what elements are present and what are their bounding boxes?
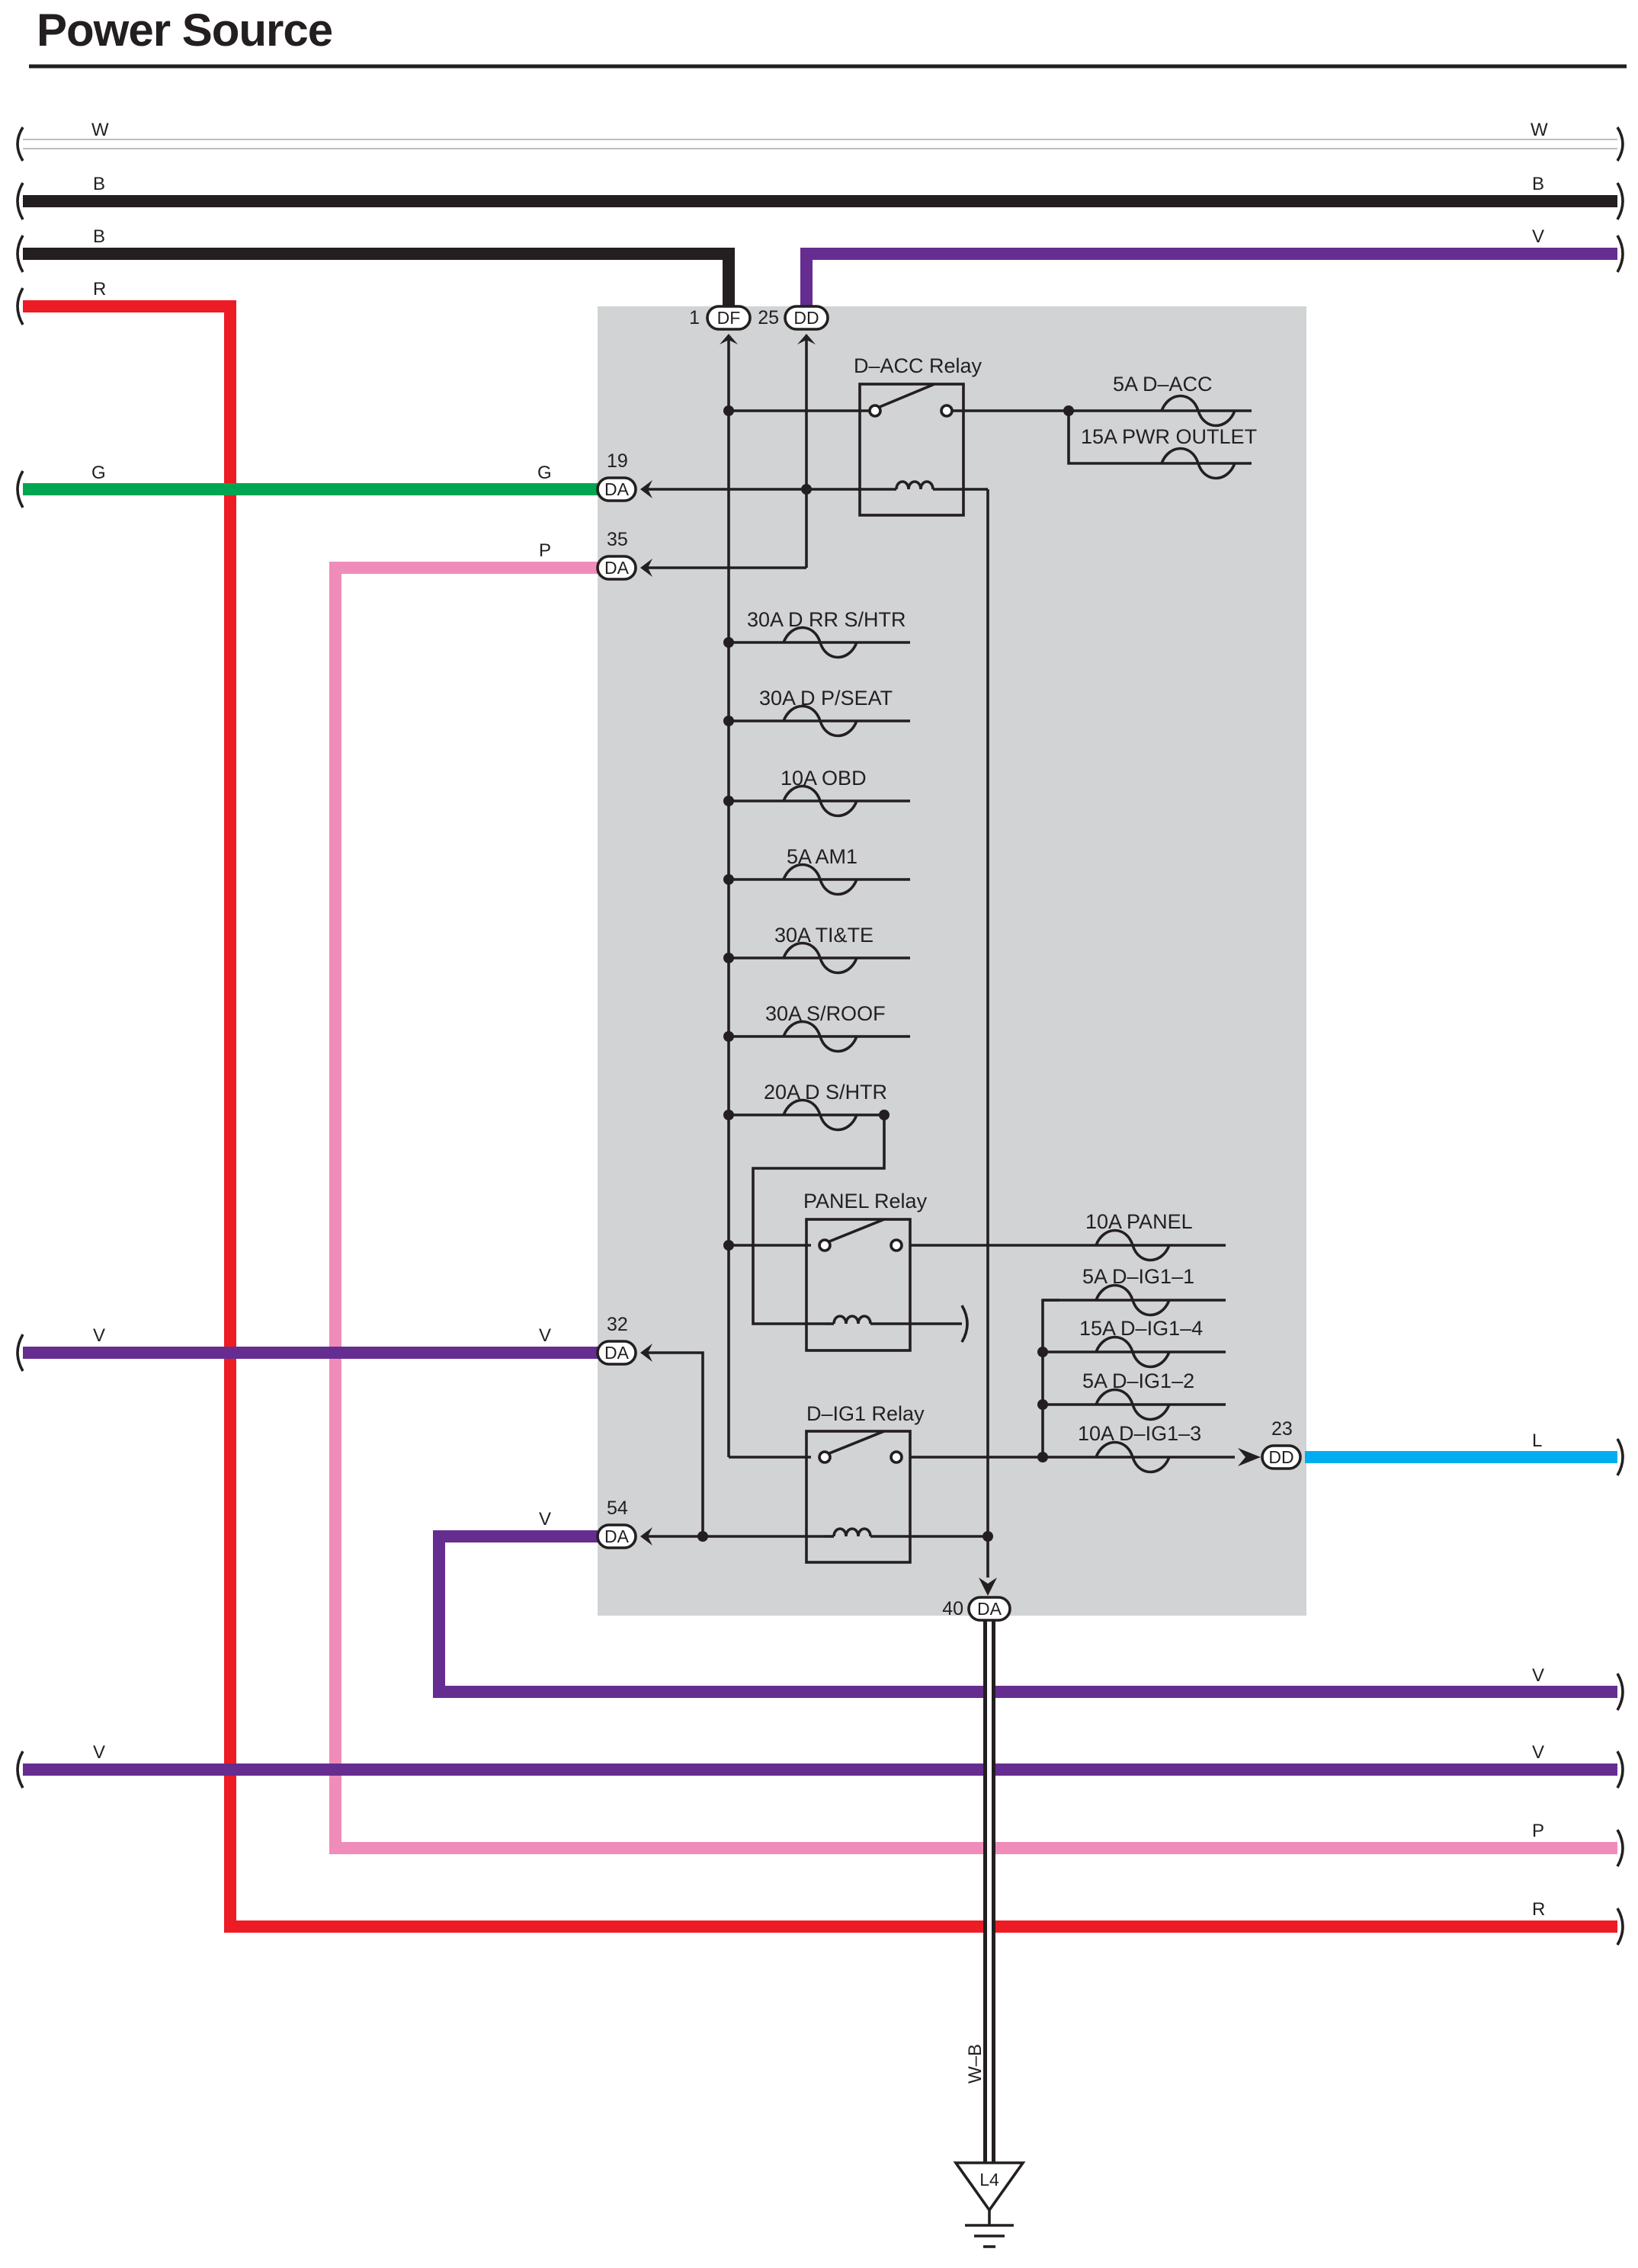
wire-label: P — [539, 540, 551, 561]
fuse-label: 15A PWR OUTLET — [1081, 425, 1257, 448]
wire-p — [329, 562, 1617, 1854]
wire-label: V — [93, 1325, 105, 1346]
connector-da-32: DA — [596, 1340, 652, 1366]
fuse-label: 20A D S/HTR — [764, 1081, 887, 1104]
d-acc-relay — [858, 383, 965, 517]
fuse-label: 10A D–IG1–3 — [1078, 1422, 1201, 1445]
connector-name: DA — [977, 1599, 1002, 1619]
connector-name: DA — [604, 1526, 630, 1546]
pin-number: 40 — [942, 1598, 963, 1619]
wire-label: B — [93, 174, 105, 194]
wire-label: V — [1532, 1665, 1544, 1686]
fuse-label: 5A D–IG1–1 — [1082, 1265, 1194, 1288]
connector-da-19: DA — [596, 476, 652, 502]
wire-label: V — [539, 1325, 551, 1346]
wire-label: W — [91, 120, 109, 140]
pin-number: 19 — [607, 450, 628, 472]
connector-name: DA — [604, 1343, 630, 1363]
connector-name: DD — [793, 308, 819, 328]
fuse-label: 10A OBD — [781, 767, 867, 790]
pin-number: 35 — [607, 529, 628, 550]
connector-name: DA — [604, 558, 630, 578]
relay-label: D–ACC Relay — [854, 354, 982, 377]
wire-label: L — [1532, 1430, 1542, 1451]
wire-label: V — [1532, 226, 1544, 247]
fuse-label: 10A PANEL — [1085, 1210, 1193, 1233]
wire-label: V — [1532, 1742, 1544, 1763]
fuse-label: 5A D–IG1–2 — [1082, 1369, 1194, 1392]
fuse-label: 5A AM1 — [787, 845, 857, 868]
wire-label: G — [537, 463, 552, 483]
connector-name: DD — [1268, 1447, 1293, 1467]
wire-v-dd25 — [800, 248, 1617, 306]
wire-label: G — [91, 463, 106, 483]
internal-wiring — [646, 335, 1252, 1578]
fuse-label: 30A S/ROOF — [765, 1002, 886, 1025]
wire-label: P — [1532, 1821, 1544, 1841]
relay-label: PANEL Relay — [803, 1190, 928, 1212]
connector-name: DF — [717, 308, 741, 328]
d-ig1-relay — [805, 1430, 912, 1564]
connector-da-40: DA — [967, 1578, 1011, 1622]
pin-number: 1 — [689, 307, 700, 328]
panel-relay — [805, 1218, 912, 1352]
wire-v-da54 — [433, 1530, 1617, 1698]
fuse-label: 30A D P/SEAT — [759, 687, 893, 710]
fuse-symbols — [782, 394, 1236, 1474]
fuse-label: 15A D–IG1–4 — [1079, 1317, 1203, 1340]
connector-name: DA — [604, 479, 630, 499]
fuse-label: 30A D RR S/HTR — [747, 608, 906, 631]
pin-number: 23 — [1271, 1418, 1293, 1440]
junction-block — [598, 306, 1306, 1616]
connector-dd-23: DD — [1238, 1444, 1302, 1470]
wire-r — [23, 300, 1617, 1933]
connector-df-1: DF — [706, 305, 752, 344]
fuse-label: 30A TI&TE — [774, 924, 873, 947]
wire-b-df1 — [23, 248, 735, 306]
wire-label: W–B — [965, 2044, 986, 2084]
connector-da-35: DA — [596, 555, 652, 581]
pin-number: 54 — [607, 1498, 628, 1519]
left-break-marks — [16, 127, 24, 1789]
wire-label: R — [1532, 1899, 1545, 1920]
wire-label: V — [93, 1742, 105, 1763]
wire-label: V — [539, 1509, 551, 1530]
wire-label: B — [93, 226, 105, 247]
pin-number: 25 — [758, 307, 779, 328]
connector-da-54: DA — [596, 1523, 652, 1549]
pin-number: 32 — [607, 1314, 628, 1335]
fuse-label: 5A D–ACC — [1113, 373, 1213, 396]
wire-label: B — [1532, 174, 1544, 194]
relay-label: D–IG1 Relay — [806, 1402, 925, 1425]
coil-break-mark — [960, 1305, 969, 1343]
fuse-terminal-dots — [880, 1110, 889, 1120]
ground-label: L4 — [979, 2170, 999, 2190]
page-title: Power Source — [37, 5, 332, 56]
wire-label: R — [93, 279, 106, 300]
wire-label: W — [1531, 120, 1548, 140]
ground-symbol — [953, 2161, 1026, 2248]
right-break-marks — [1616, 127, 1624, 1946]
connector-dd-25: DD — [784, 305, 829, 344]
